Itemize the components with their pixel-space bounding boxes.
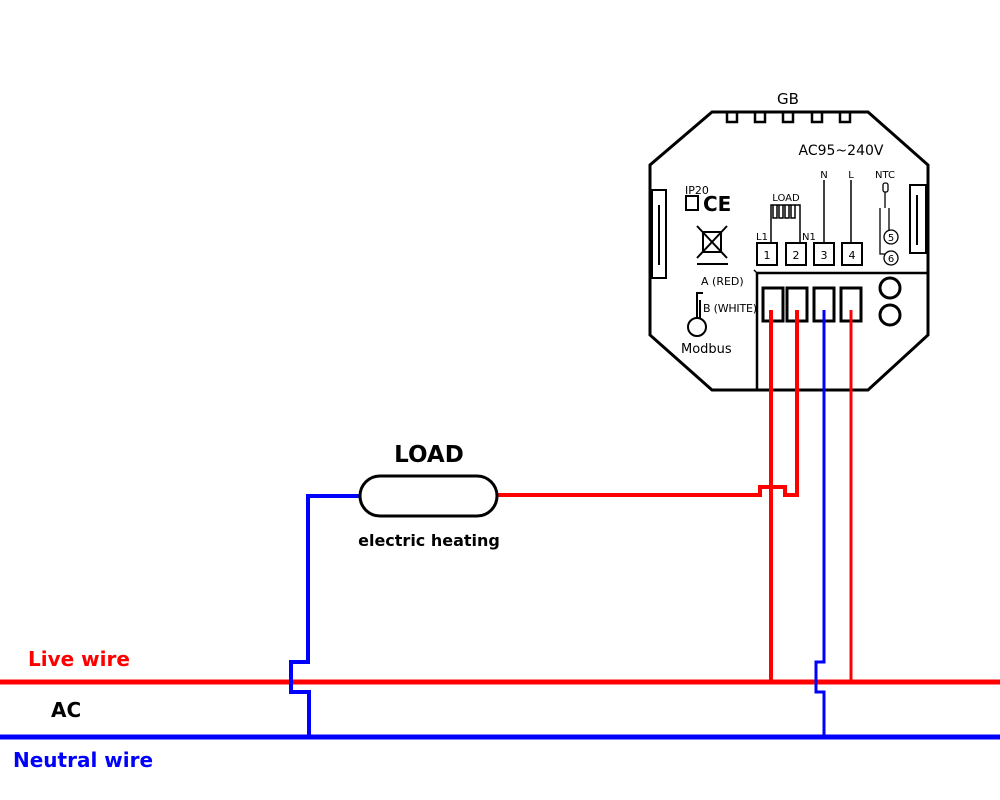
standard-label: GB [777,90,799,108]
terminal-1: 1 [764,249,771,262]
load-coil-icon [770,204,801,243]
screw-hole [878,303,902,327]
modbus-a-label: A (RED) [701,275,744,288]
load-heater-symbol [358,474,499,518]
load-terminal-label: LOAD [772,193,800,204]
l-label: L [848,170,854,181]
l1-label: L1 [756,232,768,243]
screw-hole [878,276,902,300]
load-title: LOAD [394,442,464,468]
ip-rating-label: IP20 [685,184,709,197]
n1-label: N1 [802,232,816,243]
wire-terminal-2-to-load [497,310,799,497]
wire-terminal-3-to-neutral [814,310,826,737]
modbus-label: Modbus [681,342,732,357]
thermostat-back [648,110,930,392]
side-clip-left [651,189,667,279]
terminal-2: 2 [793,249,800,262]
ac-label: AC [51,698,81,722]
weee-bin-icon [696,225,728,265]
modbus-connector-icon [687,292,707,337]
neutral-wire-label: Neutral wire [13,748,153,772]
load-subtitle: electric heating [358,531,500,550]
n-label: N [820,170,827,181]
side-clip-right [909,184,927,254]
live-wire-label: Live wire [28,647,130,671]
terminal-5: 5 [888,233,894,244]
wire-load-to-neutral [289,494,360,737]
terminal-4: 4 [849,249,856,262]
ip20-icon [685,195,699,211]
modbus-b-label: B (WHITE) [703,302,757,315]
top-tabs [725,110,852,124]
terminal-3: 3 [821,249,828,262]
ntc-label: NTC [875,170,895,181]
terminal-6: 6 [888,254,894,265]
ntc-sensor-icon [879,182,899,266]
voltage-label: AC95~240V [799,143,884,159]
ce-mark: CE [703,192,731,216]
